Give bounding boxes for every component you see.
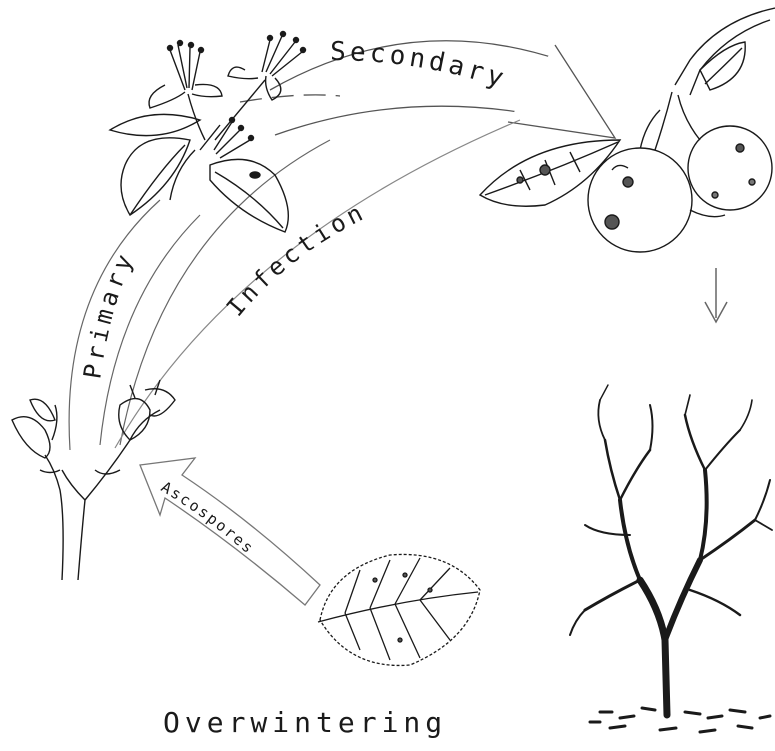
overwintering-label: Overwintering <box>163 706 447 739</box>
down-arrow <box>705 268 727 322</box>
infection-label: Infection <box>221 197 371 322</box>
blossom-cluster-icon <box>110 32 306 233</box>
fallen-leaf-icon <box>318 554 480 665</box>
primary-label: Primary <box>78 247 140 381</box>
apple-fruit-branch-icon <box>480 8 775 252</box>
secondary-label: Secondary <box>330 37 511 95</box>
primary-infection-arrow <box>69 120 520 450</box>
bare-tree-icon <box>570 385 772 732</box>
